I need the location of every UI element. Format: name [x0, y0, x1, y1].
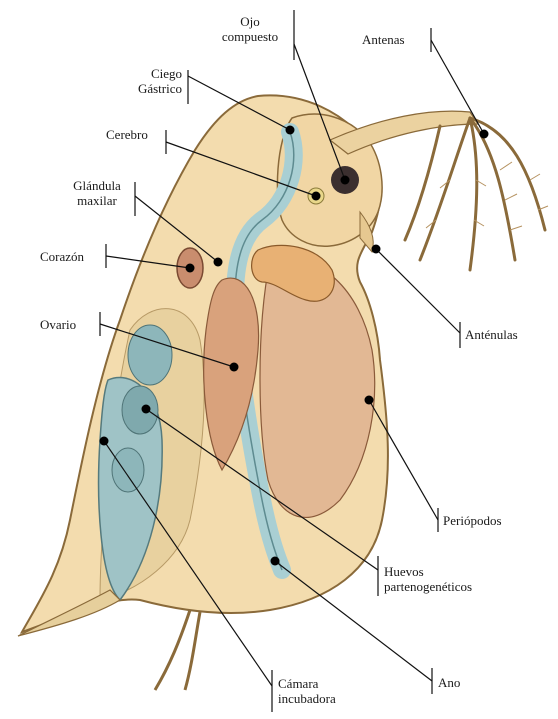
egg	[122, 386, 158, 434]
dot-ovary	[230, 363, 239, 372]
dot-anus	[271, 557, 280, 566]
dot-heart	[186, 264, 195, 273]
label-brain: Cerebro	[106, 127, 148, 142]
label-ovary: Ovario	[40, 317, 76, 332]
dot-antennules	[372, 245, 381, 254]
label-maxillary-gland: Glándula maxilar	[64, 178, 130, 208]
label-parthenogenetic-eggs: Huevos partenogenéticos	[384, 564, 472, 594]
dot-eye	[341, 176, 350, 185]
dot-brain	[312, 192, 321, 201]
antenna-branches	[405, 118, 545, 270]
dot-antenna	[480, 130, 489, 139]
dot-pereiopods	[365, 396, 374, 405]
label-antennules: Anténulas	[465, 327, 518, 342]
label-gastric-caecum: Ciego Gástrico	[118, 66, 182, 96]
egg	[112, 448, 144, 492]
label-brood-chamber: Cámara incubadora	[278, 676, 336, 706]
label-compound-eye: Ojo compuesto	[212, 14, 288, 44]
egg	[128, 325, 172, 385]
label-antennae: Antenas	[362, 32, 405, 47]
label-pereiopods: Periópodos	[443, 513, 502, 528]
dot-eggs	[142, 405, 151, 414]
postabdomen	[155, 610, 200, 690]
dot-maxillary-gland	[214, 258, 223, 267]
dot-brood-chamber	[100, 437, 109, 446]
antenna-base	[330, 111, 478, 154]
dot-gastric-caecum	[286, 126, 295, 135]
label-anus: Ano	[438, 675, 460, 690]
label-heart: Corazón	[40, 249, 84, 264]
